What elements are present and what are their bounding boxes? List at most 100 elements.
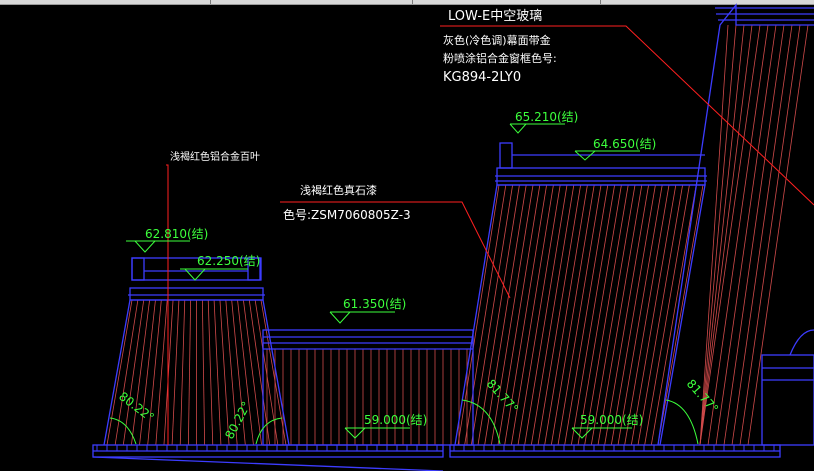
base-tick-marks [96, 445, 775, 451]
leader-lines [166, 25, 814, 445]
far-right-tower-hatch-line [707, 24, 769, 446]
elevation-marker-e6 [344, 427, 410, 439]
right-tower-hatch-line [464, 184, 507, 446]
glass-leader [440, 25, 814, 206]
left-tower-cap-left [131, 257, 145, 281]
left-tower-hatch-line [225, 299, 238, 446]
right-tower-hatch-line [517, 184, 561, 446]
angle-label-a3: 81.77° [484, 377, 521, 416]
right-tower-hatch-line [644, 184, 690, 446]
far-right-tower-hatch-line [723, 24, 785, 446]
stone-label: 浅褐红色真石漆 [300, 183, 377, 197]
right-tower-hatch-line [637, 184, 683, 446]
elevation-label-e2: 62.250(结) [197, 254, 260, 268]
right-tower-hatch-line [470, 184, 513, 446]
elevation-marker-e4 [509, 123, 565, 134]
elevation-label-e4: 65.210(结) [515, 110, 578, 124]
glass-title: LOW-E中空玻璃 [448, 9, 542, 24]
right-tower-hatch-line [504, 184, 547, 446]
right-tower-hatch-line [510, 184, 554, 446]
left-tower-hatch-line [201, 299, 206, 446]
right-tower-hatch-line [550, 184, 595, 446]
far-right-tower-hatch-line [739, 24, 801, 446]
stone-leader [280, 201, 511, 299]
left-tower-hatch-line [243, 299, 262, 446]
right-tower-hatch-line [537, 184, 581, 446]
toolbar-edge [0, 0, 814, 5]
left-tower-hatch-line [219, 299, 230, 446]
left-tower-hatch-line [248, 299, 271, 446]
angle-arc-a2 [255, 417, 283, 445]
right-tower-hatch-line [484, 184, 527, 446]
left-tower-hatch-line [187, 299, 192, 446]
left-tower-hatch-line [147, 299, 162, 446]
right-tower-hatch-line [497, 184, 541, 446]
far-right-tower-hatch-line [699, 24, 761, 446]
right-tower-hatch-line [610, 184, 656, 446]
glass-line-1: 灰色(冷色调)幕面带金 [443, 33, 551, 47]
right-tower-hatch-line [490, 184, 534, 446]
right-tower-hatch-line [590, 184, 636, 446]
left-tower-hatch-line [260, 299, 287, 446]
louver-leader [166, 164, 169, 445]
elevation-label-e6: 59.000(结) [364, 413, 427, 427]
elevation-marker-e5 [574, 150, 640, 161]
stone-code: 色号:ZSM7060805Z-3 [283, 208, 411, 222]
angle-arc-a3 [461, 399, 501, 445]
right-tower-hatch-line [557, 184, 602, 446]
angle-label-a1: 80.22° [116, 389, 157, 424]
left-tower-hatch-line [254, 299, 279, 446]
far-right-tower-hatch-line [699, 24, 729, 446]
left-tower-cornice [129, 287, 264, 301]
right-tower-hatch-line [617, 184, 663, 446]
right-tower-hatch-line [457, 184, 500, 446]
far-right-tower-hatch-line [699, 24, 737, 446]
right-tower-hatch-line [597, 184, 643, 446]
right-tower-hatch-line [604, 184, 649, 446]
elevation-marker-e3 [329, 311, 395, 324]
far-right-tower-hatch-line [731, 24, 793, 446]
right-tower-hatch-line [624, 184, 670, 446]
elevation-markers [126, 123, 640, 439]
left-tower-hatch-line [122, 299, 145, 446]
elevation-marker-e2 [180, 268, 248, 281]
right-tower-hatch-line [544, 184, 588, 446]
left-tower-hatch-line [207, 299, 214, 446]
right-tower-hatch-line [630, 184, 677, 446]
left-tower-hatch-line [231, 299, 246, 446]
elevation-marker-e7 [571, 427, 632, 439]
left-tower-hatch-line [237, 299, 254, 446]
right-plinth [761, 354, 814, 446]
angle-arcs [109, 399, 699, 445]
glass-line-2: 粉喷涂铝合金窗框色号: [443, 51, 557, 65]
far-right-tower-outline [657, 3, 814, 446]
building-outlines [92, 3, 814, 471]
right-tower-post [499, 142, 513, 169]
far-right-tower-hatch-line [747, 24, 809, 446]
far-right-tower-hatch-line [699, 24, 745, 446]
right-tower-hatch-line [584, 184, 629, 446]
elevation-label-e5: 64.650(结) [593, 137, 656, 151]
louver-label: 浅褐红色铝合金百叶 [170, 150, 260, 163]
left-tower-hatch-line [139, 299, 156, 446]
facade-hatching [106, 24, 809, 446]
elevation-label-e1: 62.810(结) [145, 227, 208, 241]
angle-arc-a1 [109, 417, 137, 445]
elevation-label-e7: 59.000(结) [580, 413, 643, 427]
glass-code: KG894-2LY0 [443, 70, 521, 85]
right-tower-hatch-line [657, 184, 704, 446]
left-tower-hatch-line [179, 299, 186, 446]
far-right-tower-hatch-line [699, 24, 753, 446]
elevation-label-e3: 61.350(结) [343, 297, 406, 311]
angle-arc-a4 [665, 399, 699, 445]
right-tower-hatch-line [650, 184, 697, 446]
left-tower-hatch-line [171, 299, 180, 446]
left-tower-hatch-line [131, 299, 150, 446]
right-tower-hatch-line [564, 184, 609, 446]
right-tower-hatch-line [570, 184, 615, 446]
left-tower-hatch-line [155, 299, 168, 446]
far-right-tower-hatch-line [715, 24, 777, 446]
right-tower-hatch-line [477, 184, 520, 446]
elevation-marker-e1 [126, 240, 190, 253]
